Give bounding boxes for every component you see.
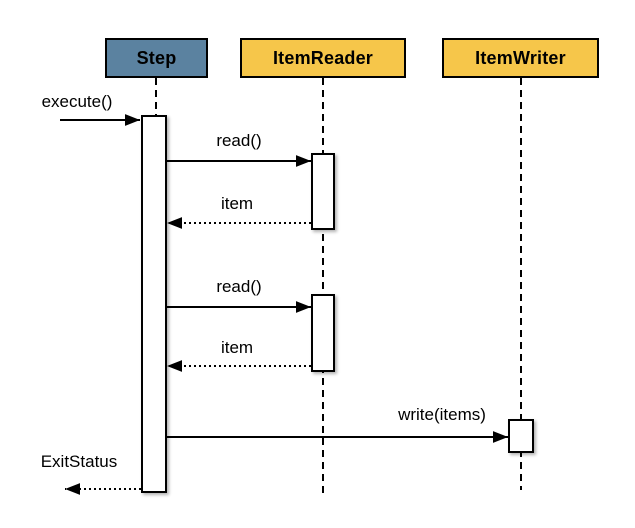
actor-itemwriter: ItemWriter	[442, 38, 599, 78]
message-label-execute: execute()	[41, 92, 113, 111]
activation-itemreader-2	[311, 294, 335, 372]
activation-step	[141, 115, 167, 493]
message-label-read-2: read()	[216, 277, 262, 296]
message-label-read-1: read()	[216, 131, 262, 150]
actor-itemreader: ItemReader	[240, 38, 406, 78]
actor-step: Step	[105, 38, 208, 78]
activation-itemreader-1	[311, 153, 335, 230]
message-label-item-2: item	[220, 338, 254, 357]
message-label-exitstatus: ExitStatus	[40, 452, 118, 471]
message-label-item-1: item	[220, 194, 254, 213]
actor-itemwriter-label: ItemWriter	[475, 47, 566, 68]
actor-itemreader-label: ItemReader	[272, 47, 374, 68]
activation-itemwriter	[508, 419, 534, 453]
message-label-write-items: write(items)	[398, 405, 486, 424]
actor-step-label: Step	[136, 47, 177, 68]
